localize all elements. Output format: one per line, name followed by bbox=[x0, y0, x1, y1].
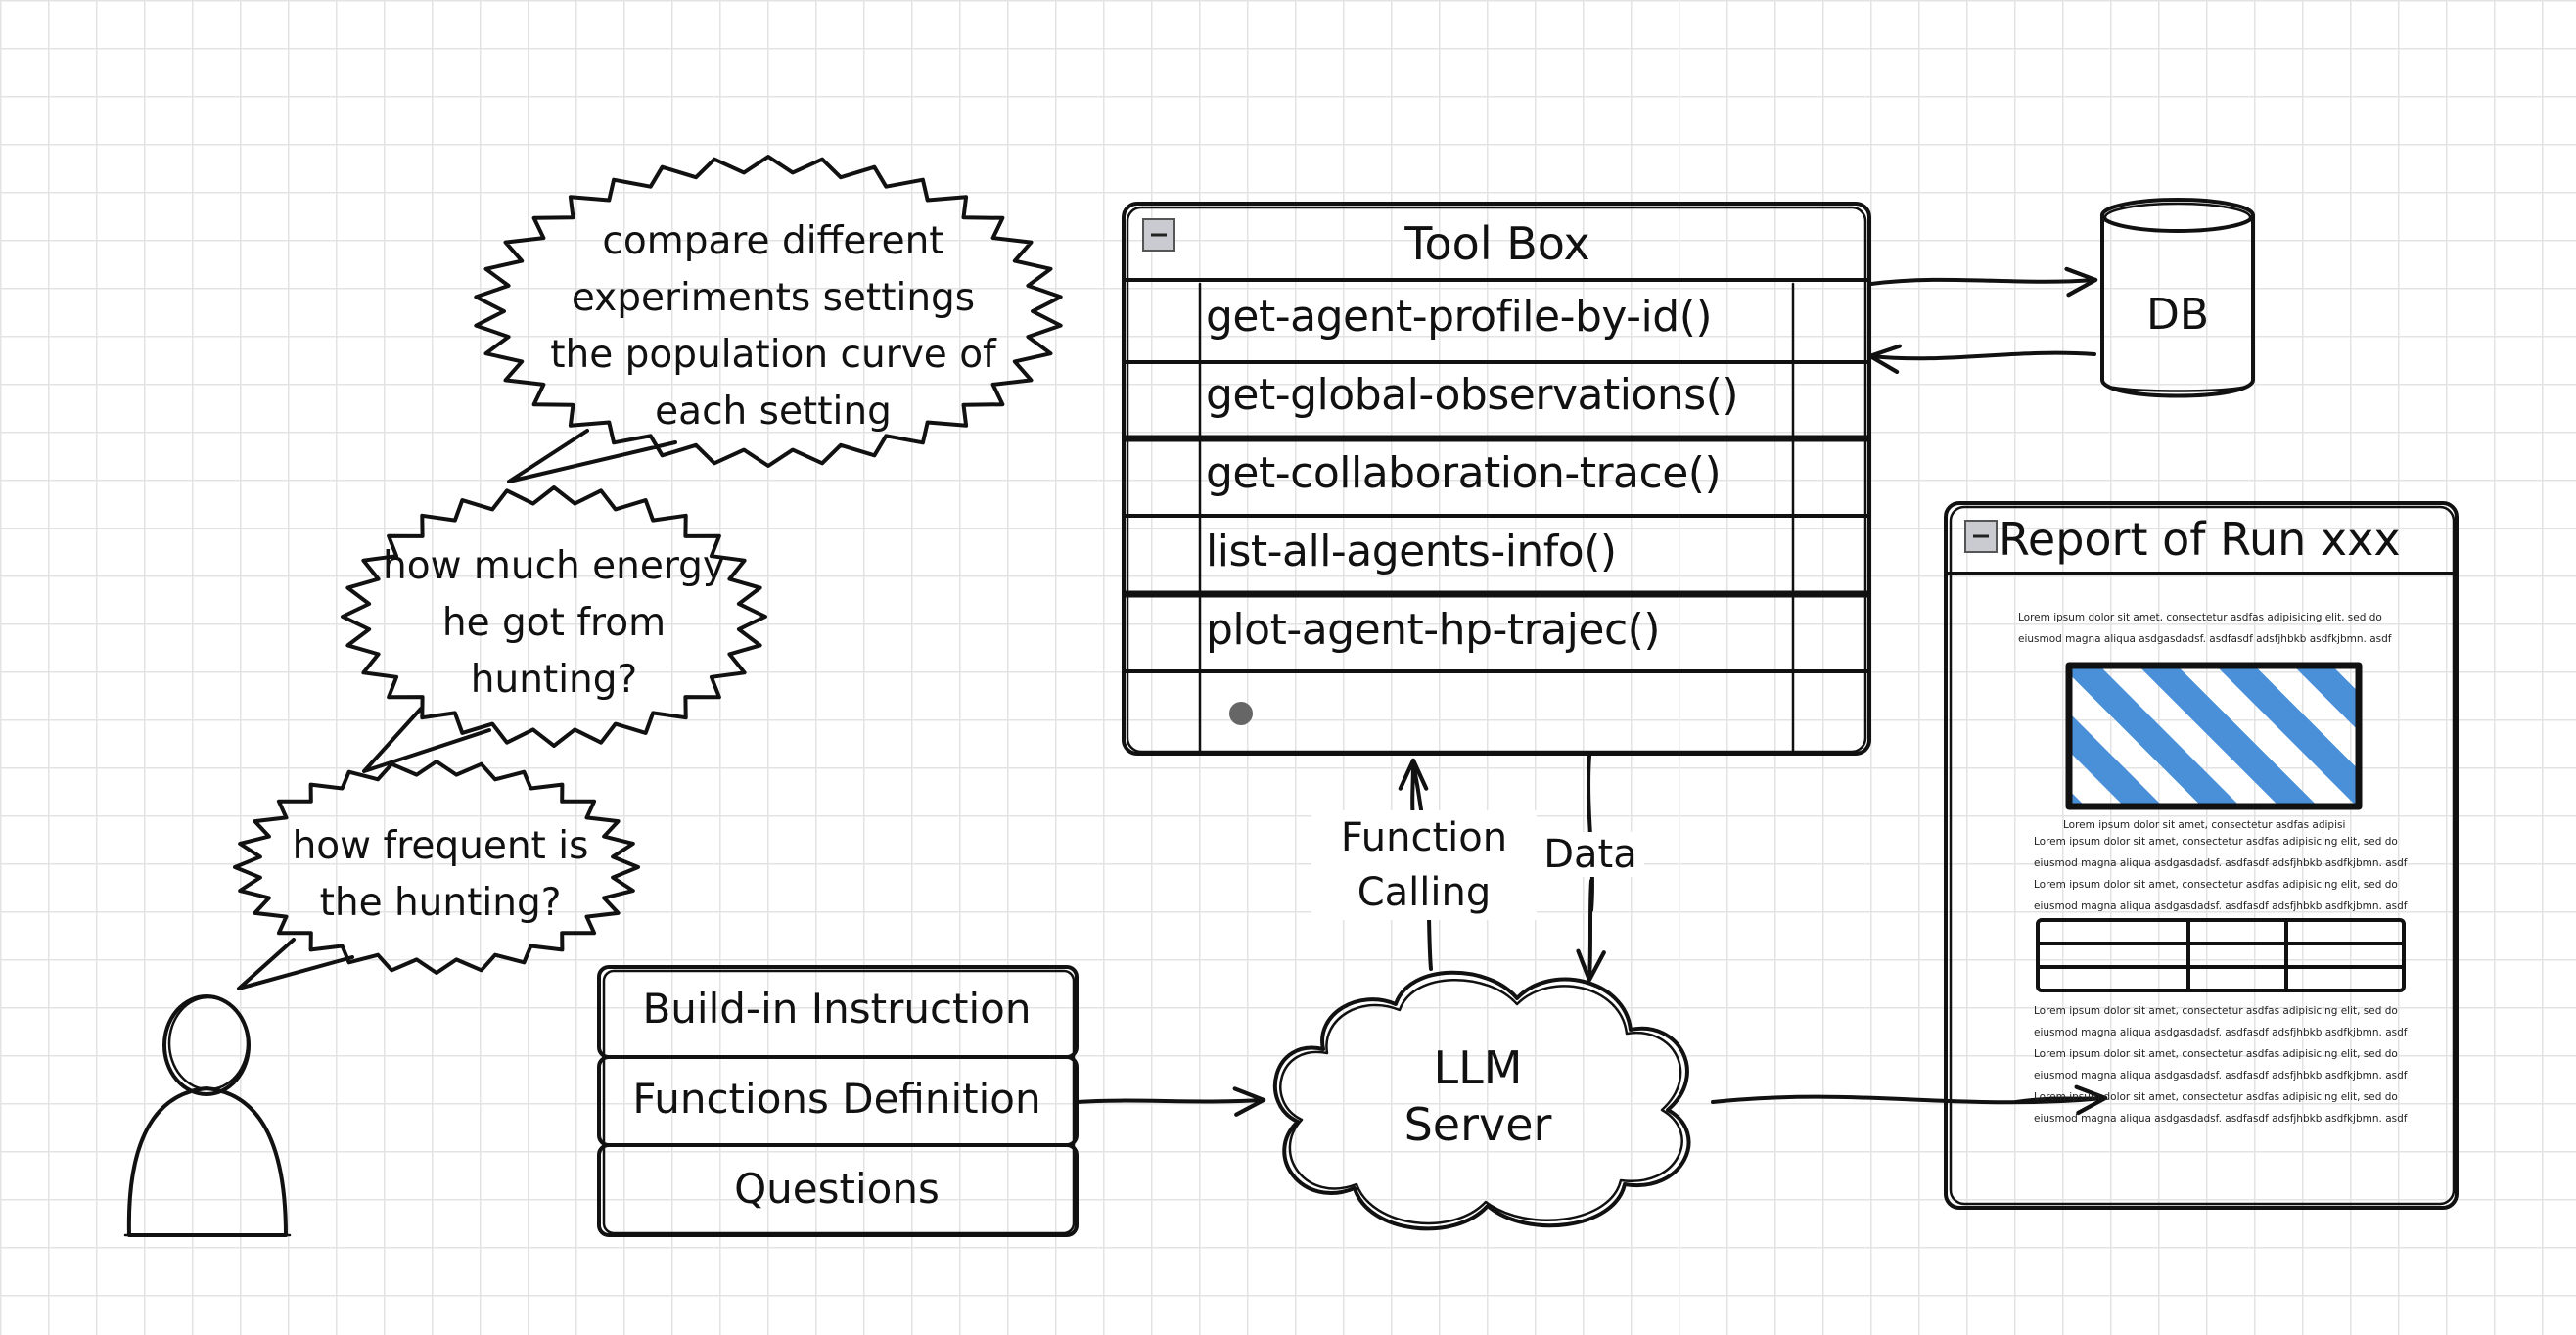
report-text-line: eiusmod magna aliqua asdgasdadsf. asdfas… bbox=[2034, 857, 2408, 869]
data-arrow bbox=[1576, 879, 1606, 983]
db-label: DB bbox=[2145, 290, 2210, 340]
report-text-line: Lorem ipsum dolor sit amet, consectetur … bbox=[2034, 1048, 2398, 1060]
llm-to-report-line bbox=[1711, 1094, 2106, 1105]
report-text-bottom: Lorem ipsum dolor sit amet, consectetur … bbox=[2034, 1000, 2407, 1129]
speech-bubble-compare bbox=[474, 155, 1063, 483]
report-text-line: Lorem ipsum dolor sit amet, consectetur … bbox=[2034, 1091, 2398, 1103]
function-calling-label: Function Calling bbox=[1311, 810, 1537, 920]
toolbox-to-db-arrow bbox=[1869, 266, 2098, 298]
report-table bbox=[2036, 918, 2406, 992]
bubble-frequency-text: how frequent is the hunting? bbox=[235, 818, 646, 932]
bubble-frequency-line: how frequent is bbox=[292, 824, 589, 868]
tool-item-get-agent-profile[interactable]: get-agent-profile-by-id() bbox=[1206, 292, 1713, 342]
db-to-toolbox-arrow bbox=[1867, 344, 2096, 375]
speech-bubble-frequency bbox=[233, 760, 640, 990]
report-text-line: eiusmod magna aliqua asdgasdadsf. asdfas… bbox=[2034, 1070, 2408, 1082]
report-image-caption: Lorem ipsum dolor sit amet, consectetur … bbox=[2063, 819, 2346, 831]
tool-item-get-global-observations[interactable]: get-global-observations() bbox=[1206, 370, 1739, 420]
llm-cloud-icon bbox=[1272, 970, 1691, 1231]
llm-to-report-arrow bbox=[2014, 1084, 2108, 1116]
stack-item-functions-definition: Functions Definition bbox=[632, 1075, 1041, 1123]
bubble-energy-line: hunting? bbox=[470, 658, 638, 702]
report-text-line: Lorem ipsum dolor sit amet, consectetur … bbox=[2034, 879, 2398, 891]
speech-bubble-energy bbox=[341, 485, 767, 773]
report-text-line: eiusmod magna aliqua asdgasdadsf. asdfas… bbox=[2018, 633, 2392, 645]
report-collapse-icon[interactable] bbox=[1964, 520, 1998, 553]
report-text-line: Lorem ipsum dolor sit amet, consectetur … bbox=[2018, 612, 2382, 623]
toolbox-collapse-icon[interactable] bbox=[1142, 218, 1175, 252]
user-person-icon bbox=[123, 994, 292, 1237]
function-calling-line: Calling bbox=[1357, 870, 1492, 915]
function-calling-line: Function bbox=[1340, 815, 1508, 860]
bubble-frequency-line: the hunting? bbox=[319, 881, 562, 925]
bubble-compare-text: compare different experiments settings t… bbox=[470, 213, 1077, 440]
bubble-compare-line: experiments settings bbox=[571, 276, 976, 320]
report-text-line: Lorem ipsum dolor sit amet, consectetur … bbox=[2034, 836, 2398, 848]
llm-label-line: Server bbox=[1403, 1098, 1552, 1151]
stack-item-questions: Questions bbox=[734, 1165, 940, 1213]
tool-item-get-collaboration-trace[interactable]: get-collaboration-trace() bbox=[1206, 448, 1722, 498]
db-cylinder-icon bbox=[2100, 198, 2255, 398]
stack-to-llm-arrow bbox=[1075, 1086, 1266, 1117]
report-text-line: Lorem ipsum dolor sit amet, consectetur … bbox=[2034, 1005, 2398, 1017]
report-text-line: eiusmod magna aliqua asdgasdadsf. asdfas… bbox=[2034, 1113, 2408, 1125]
bubble-compare-line: each setting bbox=[655, 390, 892, 434]
tool-item-list-all-agents[interactable]: list-all-agents-info() bbox=[1206, 527, 1617, 576]
bubble-energy-line: he got from bbox=[441, 601, 667, 645]
llm-label: LLM Server bbox=[1360, 1039, 1595, 1153]
report-text-line: eiusmod magna aliqua asdgasdadsf. asdfas… bbox=[2034, 900, 2408, 912]
bubble-compare-line: the population curve of bbox=[550, 333, 996, 377]
toolbox-panel bbox=[1122, 202, 1871, 756]
bullet-dot-icon bbox=[1229, 702, 1253, 725]
report-panel bbox=[1944, 501, 2459, 1210]
stack-item-build-in-instruction: Build-in Instruction bbox=[642, 985, 1032, 1033]
tool-item-plot-agent-hp[interactable]: plot-agent-hp-trajec() bbox=[1206, 605, 1661, 655]
report-text-line: eiusmod magna aliqua asdgasdadsf. asdfas… bbox=[2034, 1027, 2408, 1038]
report-text-mid: Lorem ipsum dolor sit amet, consectetur … bbox=[2034, 831, 2407, 917]
bubble-energy-text: how much energy he got from hunting? bbox=[348, 538, 759, 709]
llm-label-line: LLM bbox=[1433, 1041, 1523, 1094]
report-image-placeholder bbox=[2065, 662, 2363, 810]
toolbox-title: Tool Box bbox=[1404, 217, 1590, 270]
data-label: Data bbox=[1537, 832, 1644, 877]
report-title: Report of Run xxx bbox=[1999, 513, 2401, 566]
report-text-top: Lorem ipsum dolor sit amet, consectetur … bbox=[2018, 607, 2391, 650]
bubble-energy-line: how much energy bbox=[382, 544, 726, 588]
bubble-compare-line: compare different bbox=[602, 219, 944, 263]
input-stack bbox=[597, 965, 1079, 1237]
